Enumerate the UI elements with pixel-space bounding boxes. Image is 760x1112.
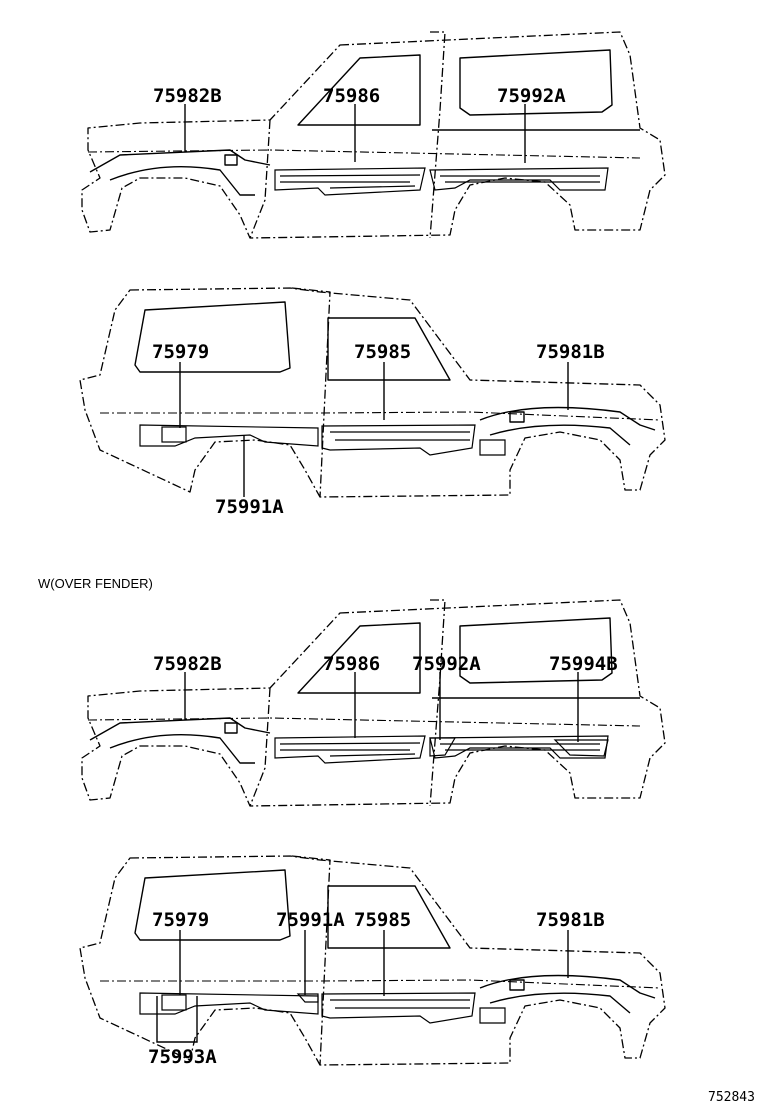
stripe-segment: [429, 737, 457, 757]
drawing-number: 752843: [708, 1090, 755, 1105]
part-label: 75993A: [148, 1046, 217, 1068]
part-label: 75982B: [153, 653, 222, 675]
part-label: 75985: [354, 909, 411, 931]
part-label: 75994B: [549, 653, 618, 675]
part-label: 75982B: [153, 85, 222, 107]
view-4: 75979 75991A 75985 75981B 75993A: [79, 855, 666, 1068]
part-label: 75991A: [215, 496, 284, 518]
part-label: 75991A: [276, 909, 345, 931]
part-label: 75985: [354, 341, 411, 363]
vehicle-outline-right: [79, 287, 666, 498]
part-label: 75979: [152, 341, 209, 363]
part-label: 75981B: [536, 909, 605, 931]
stripe-segment: [553, 739, 609, 757]
view-2: 75979 75985 75981B 75991A: [79, 287, 666, 518]
part-label: 75981B: [536, 341, 605, 363]
stripe-segment: [296, 993, 319, 1003]
part-label: 75986: [323, 85, 380, 107]
part-label: 75992A: [412, 653, 481, 675]
variant-note: W(OVER FENDER): [38, 576, 153, 591]
vehicle-outline-left: [81, 31, 666, 239]
view-1: 75982B 75986 75992A: [81, 31, 666, 239]
part-label: 75979: [152, 909, 209, 931]
part-label: 75986: [323, 653, 380, 675]
leader-bracket: [156, 996, 198, 1043]
view-3: 75982B 75986 75992A 75994B: [81, 599, 666, 807]
part-label: 75992A: [497, 85, 566, 107]
vehicle-outline-right: [79, 855, 666, 1066]
